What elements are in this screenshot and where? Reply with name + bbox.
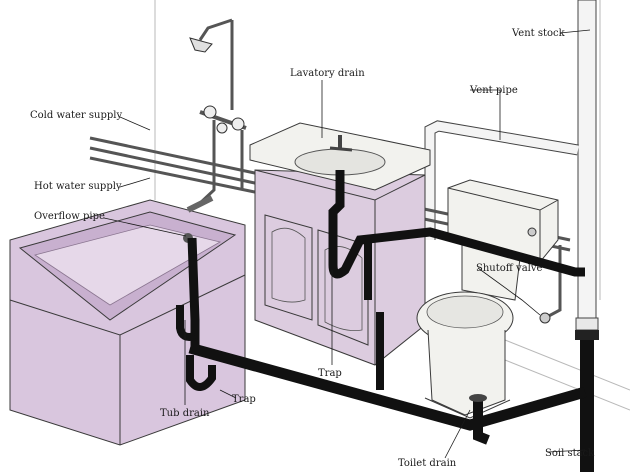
label-overflow-pipe: Overflow pipe (34, 211, 105, 222)
vent-pipe (424, 120, 579, 240)
label-hot-water-supply: Hot water supply (34, 181, 122, 192)
label-vent-stock: Vent stock (511, 28, 566, 39)
label-trap-sink: Trap (318, 368, 342, 379)
vanity-cabinet (249, 122, 431, 366)
vent-stock-pipe (575, 0, 599, 331)
bathtub (9, 199, 246, 446)
toilet (416, 179, 559, 419)
label-toilet-drain: Toilet drain (398, 458, 457, 469)
drain-lines (176, 170, 587, 445)
soil-stack-pipe (575, 330, 599, 472)
room-walls (154, 0, 630, 411)
label-vent-pipe: Vent pipe (469, 85, 518, 96)
label-tub-drain: Tub drain (160, 408, 210, 419)
label-cold-water-supply: Cold water supply (30, 110, 122, 121)
label-trap-tub: Trap (232, 394, 256, 405)
label-shutoff-valve: Shutoff valve (476, 263, 543, 274)
labels: Vent stock Vent pipe Lavatory drain Cold… (30, 28, 595, 469)
leader-lines (103, 29, 591, 459)
shower-fixture (186, 18, 247, 213)
label-soil-stack: Soil stack (545, 448, 595, 459)
label-lavatory-drain: Lavatory drain (290, 68, 365, 79)
